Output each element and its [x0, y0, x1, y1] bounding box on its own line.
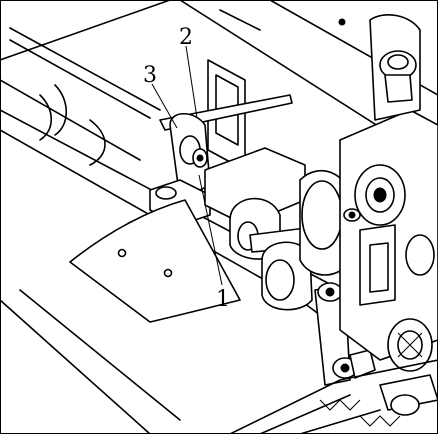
roller-assembly	[204, 147, 351, 311]
lever-arm	[314, 282, 376, 386]
plate-hole	[163, 268, 173, 278]
leader-line-2	[185, 45, 198, 119]
rail-bars	[0, 27, 161, 166]
callout-2: 2	[179, 25, 193, 50]
curved-plate	[69, 199, 241, 323]
leader-line-1	[198, 174, 223, 286]
callout-1: 1	[216, 287, 230, 312]
screw-hole	[338, 18, 346, 26]
leader-lines	[151, 45, 223, 286]
right-mechanism	[229, 14, 438, 434]
plate-hole	[117, 248, 127, 258]
leader-line-3	[151, 83, 178, 129]
callout-3: 3	[143, 63, 157, 88]
